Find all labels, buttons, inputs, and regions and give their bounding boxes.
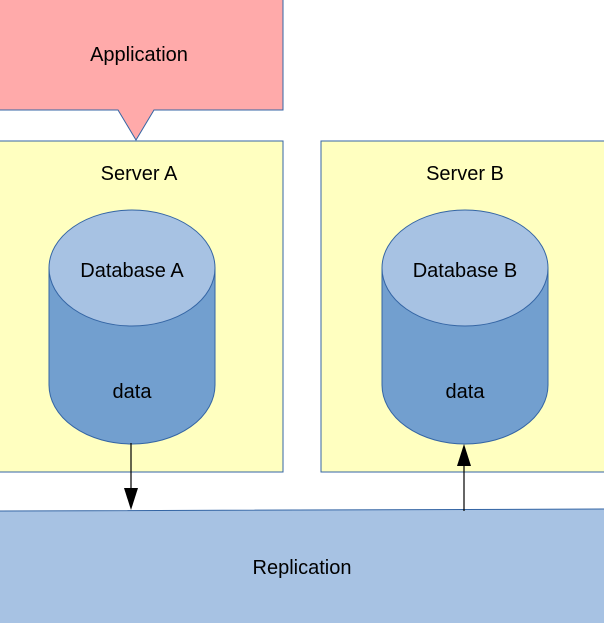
server-b-node: Server B Database B data: [320, 140, 604, 473]
replication-label: Replication: [253, 557, 352, 579]
application-shape: [0, 0, 284, 141]
connector-replication-to-b: [457, 444, 471, 511]
application-label: Application: [90, 44, 188, 66]
arrow-down-icon: [124, 488, 138, 510]
database-b-title: Database B: [413, 260, 518, 282]
database-b-top: [381, 209, 549, 327]
application-node: Application: [0, 0, 284, 141]
server-a-label: Server A: [101, 163, 178, 185]
server-a-node: Server A Database A data: [0, 140, 284, 473]
database-a-top: [48, 209, 216, 327]
database-a-data-label: data: [113, 381, 153, 403]
database-a-title: Database A: [80, 260, 184, 282]
connector-a-to-replication: [124, 443, 138, 510]
database-b-data-label: data: [446, 381, 486, 403]
database-b-cylinder: Database B data: [381, 209, 549, 445]
arrow-up-icon: [457, 444, 471, 466]
database-a-cylinder: Database A data: [48, 209, 216, 445]
server-b-label: Server B: [426, 163, 504, 185]
replication-node: Replication: [0, 508, 604, 623]
replication-box: [0, 508, 604, 623]
